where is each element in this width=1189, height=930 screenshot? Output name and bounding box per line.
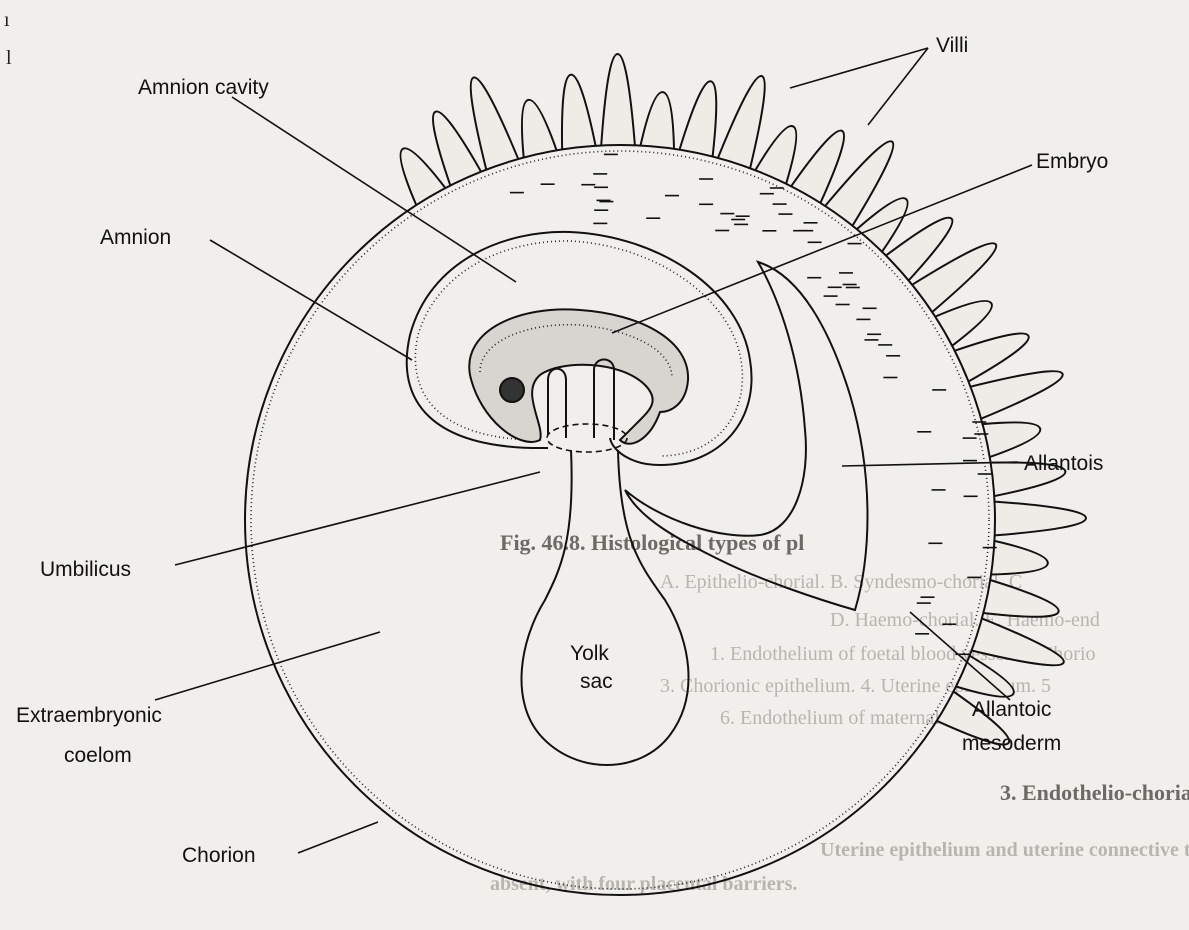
yolk-sac (521, 450, 688, 765)
villus (680, 81, 717, 156)
villus (995, 502, 1087, 536)
embryo-head-dot (500, 378, 524, 402)
chorion-inner-dots (251, 151, 989, 889)
label-chorion: Chorion (182, 844, 256, 867)
label-villi: Villi (936, 34, 968, 57)
label-allantois: Allantois (1024, 452, 1103, 475)
body-line-2: absent, with four placental barriers. (490, 873, 797, 895)
villus (641, 92, 675, 149)
leader-lines (155, 48, 1032, 853)
diagram-labels: Villi Amnion cavity Embryo Amnion Allant… (16, 34, 1108, 867)
body-line-1: Uterine epithelium and uterine connectiv… (820, 839, 1189, 861)
section-heading: 3. Endothelio-chorial (1000, 780, 1189, 805)
villus (935, 301, 992, 346)
label-yolk: Yolk (570, 642, 609, 665)
label-mesoderm: mesoderm (962, 732, 1061, 755)
caption-line-1: A. Epithelio-chorial. B. Syndesmo-choria… (660, 571, 1022, 593)
label-extraembryonic: Extraembryonic (16, 704, 162, 727)
embryo-body (469, 309, 688, 443)
villus (562, 75, 596, 150)
label-amnion: Amnion (100, 226, 171, 249)
chorion-circle (245, 145, 995, 895)
label-umbilicus: Umbilicus (40, 558, 131, 581)
label-embryo: Embryo (1036, 150, 1108, 173)
villus (471, 77, 519, 169)
label-allantoic: Allantoic (972, 698, 1051, 721)
villus (601, 54, 635, 146)
allantois (625, 262, 868, 610)
label-coelom: coelom (64, 744, 132, 767)
corner-mark-1: ı (4, 9, 10, 31)
villus (971, 371, 1063, 418)
figure-caption: Fig. 46.8. Histological types of pl (500, 530, 804, 555)
label-sac: sac (580, 670, 613, 693)
label-amnion-cavity: Amnion cavity (138, 76, 269, 99)
villus (718, 76, 765, 168)
villus (755, 126, 796, 184)
villus (522, 100, 557, 158)
corner-mark-2: l (6, 47, 12, 69)
villus (400, 148, 445, 205)
caption-line-2: D. Haemo-chorial. E. Haemo-end (830, 609, 1100, 631)
villus (991, 541, 1048, 575)
